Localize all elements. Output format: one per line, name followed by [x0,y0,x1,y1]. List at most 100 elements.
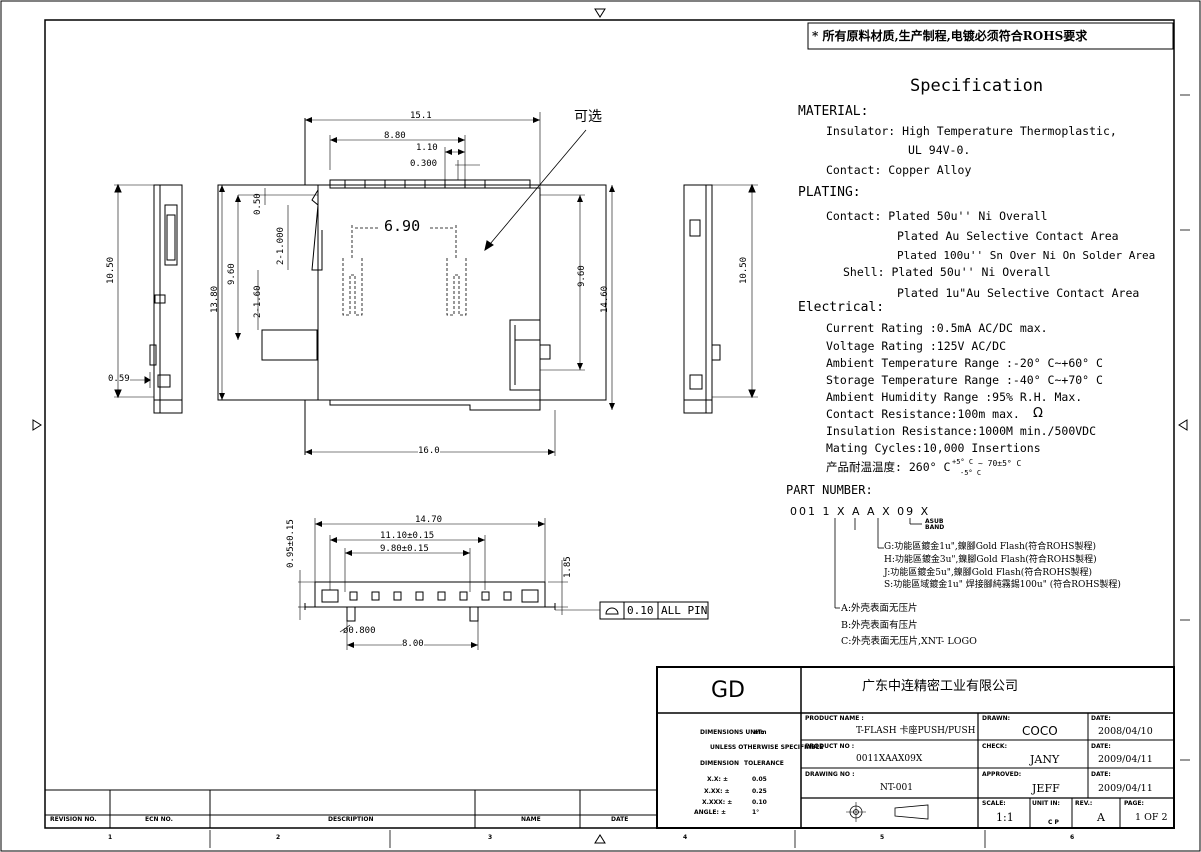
tolerance-header: TOLERANCE [744,760,784,767]
option-a: A:外壳表面无压片 [841,603,918,614]
dim-16-0: 16.0 [418,446,440,456]
unit-label: UNIT IN: [1032,800,1060,807]
spec-humidity: Ambient Humidity Range :95% R.H. Max. [826,390,1083,404]
drawn-by: COCO [1022,724,1058,738]
spec-mating-cycles: Mating Cycles:10,000 Insertions [826,441,1041,455]
grid-col-6: 6 [1070,834,1075,841]
center-mark-bottom [594,834,606,844]
tol-row-1-dim: X.X: ± [707,776,729,783]
tol-row-4-val: 1° [752,809,760,816]
part-tiny-2: BAND [925,524,945,531]
right-side-view [683,183,758,414]
option-j: J:功能區鍍金5u",鎳腳Gold Flash(符合ROHS製程) [884,568,1093,578]
company-logo: GD [711,678,745,703]
dim-15-1: 15.1 [410,111,432,121]
dim-6-90: 6.90 [384,217,421,235]
spec-temp-tol-minus: -5° C [960,469,982,477]
dim-9-60-left: 9.60 [227,263,237,285]
page-label: PAGE: [1124,800,1144,807]
dim-1-85: 1.85 [563,556,573,578]
tol-row-3-val: 0.10 [752,799,767,806]
spec-contact: Contact: Copper Alloy [826,163,972,177]
dim-14-60: 14.60 [600,285,610,313]
date-approved: 2009/04/11 [1098,783,1153,794]
spec-insulation-resistance: Insulation Resistance:1000M min./500VDC [826,424,1097,438]
ecn-no-header: ECN NO. [145,816,173,823]
product-name: T-FLASH 卡座PUSH/PUSH [856,726,976,736]
dimension-header: DIMENSION [700,760,739,767]
top-main-view [217,112,615,456]
drawing-no-label: DRAWING NO : [805,771,855,778]
spec-current: Current Rating :0.5mA AC/DC max. [826,321,1048,335]
flatness-label: ALL PIN [661,604,708,617]
grid-col-2: 2 [276,834,281,841]
spec-contact-resistance: Contact Resistance:100m max. [826,407,1020,421]
option-s: S:功能區域鍍金1u" 焊接腳純霧錫100u" (符合ROHS製程) [884,580,1121,590]
check-label: CHECK: [982,743,1007,750]
revision-row [45,789,657,829]
product-name-label: PRODUCT NAME : [805,715,864,722]
optional-label: 可选 [574,109,602,125]
spec-temp-range: ~ 70±5° C [978,459,1022,468]
tol-row-4-dim: ANGLE: ± [694,809,727,816]
date-label-1: DATE: [1091,715,1111,722]
rev-label: REV.: [1075,800,1093,807]
spec-electrical-heading: Electrical: [798,300,885,315]
date-label-3: DATE: [1091,771,1111,778]
tol-row-3-dim: X.XXX: ± [702,799,733,806]
spec-material-heading: MATERIAL: [798,104,869,119]
dim-0-300: 0.300 [410,159,438,169]
dim-13-80: 13.80 [210,285,220,313]
company-name: 广东中连精密工业有限公司 [862,679,1019,694]
unit-value: C P [1048,819,1059,826]
dim-unit-label: DIMENSIONS UNIT: [700,729,764,736]
center-mark-top [594,8,606,18]
spec-ohm-symbol: Ω [1033,406,1043,421]
dim-2-1-60: 2-1.60 [253,285,263,318]
flatness-value: 0.10 [627,604,654,617]
grid-col-5: 5 [880,834,885,841]
left-side-view [114,183,183,414]
revision-no-header: REVISION NO. [50,816,97,823]
grid-col-4: 4 [683,834,688,841]
option-h: H:功能區鍍金3u",鎳腳Gold Flash(符合ROHS製程) [884,555,1097,565]
dim-11-10: 11.10±0.15 [380,531,435,541]
drawn-label: DRAWN: [982,715,1011,722]
spec-plating-4: Shell: Plated 50u'' Ni Overall [843,265,1051,279]
option-c: C:外壳表面无压片,XNT- LOGO [841,636,977,647]
dim-1-10: 1.10 [416,143,438,153]
rohs-note: * 所有原料材质,生产制程,电镀必须符合ROHS要求 [812,29,1088,43]
dim-9-80: 9.80±0.15 [380,544,429,554]
tol-row-2-dim: X.XX: ± [704,788,730,795]
unless-specified: UNLESS OTHERWISE SPECIFIABLE [710,744,824,751]
date-checked: 2009/04/11 [1098,754,1153,765]
spec-plating-1: Contact: Plated 50u'' Ni Overall [826,209,1048,223]
dim-14-70: 14.70 [415,515,443,525]
spec-plating-5: Plated 1u"Au Selective Contact Area [897,286,1140,300]
part-number-heading: PART NUMBER: [786,483,873,497]
tol-row-2-val: 0.25 [752,788,767,795]
tol-row-1-val: 0.05 [752,776,767,783]
dim-9-60-right: 9.60 [577,265,587,287]
spec-voltage: Voltage Rating :125V AC/DC [826,339,1007,353]
date-header: DATE [611,816,629,823]
approved-by: JEFF [1032,782,1060,795]
part-tiny-1: ASUB [925,518,944,525]
dim-unit: mm [754,729,767,736]
spec-temp-tol-plus: +5° C [952,458,974,466]
center-mark-left [32,419,42,431]
spec-temp-rating: 产品耐温温度: 260° C [826,460,951,474]
dim-2-1-000: 2-1.000 [276,227,286,265]
center-mark-right [1178,419,1188,431]
rohs-note-box [807,22,1174,50]
spec-plating-3: Plated 100u'' Sn Over Ni On Solder Area [897,249,1156,262]
drawing-no: NT-001 [880,783,913,793]
dim-8-80: 8.80 [384,131,406,141]
description-header: DESCRIPTION [328,816,374,823]
spec-ambient-temp: Ambient Temperature Range :-20° C~+60° C [826,356,1103,370]
date-drawn: 2008/04/10 [1098,726,1153,737]
product-no: 0011XAAX09X [856,754,923,764]
checked-by: JANY [1030,753,1060,766]
part-number-leaders [834,518,922,609]
